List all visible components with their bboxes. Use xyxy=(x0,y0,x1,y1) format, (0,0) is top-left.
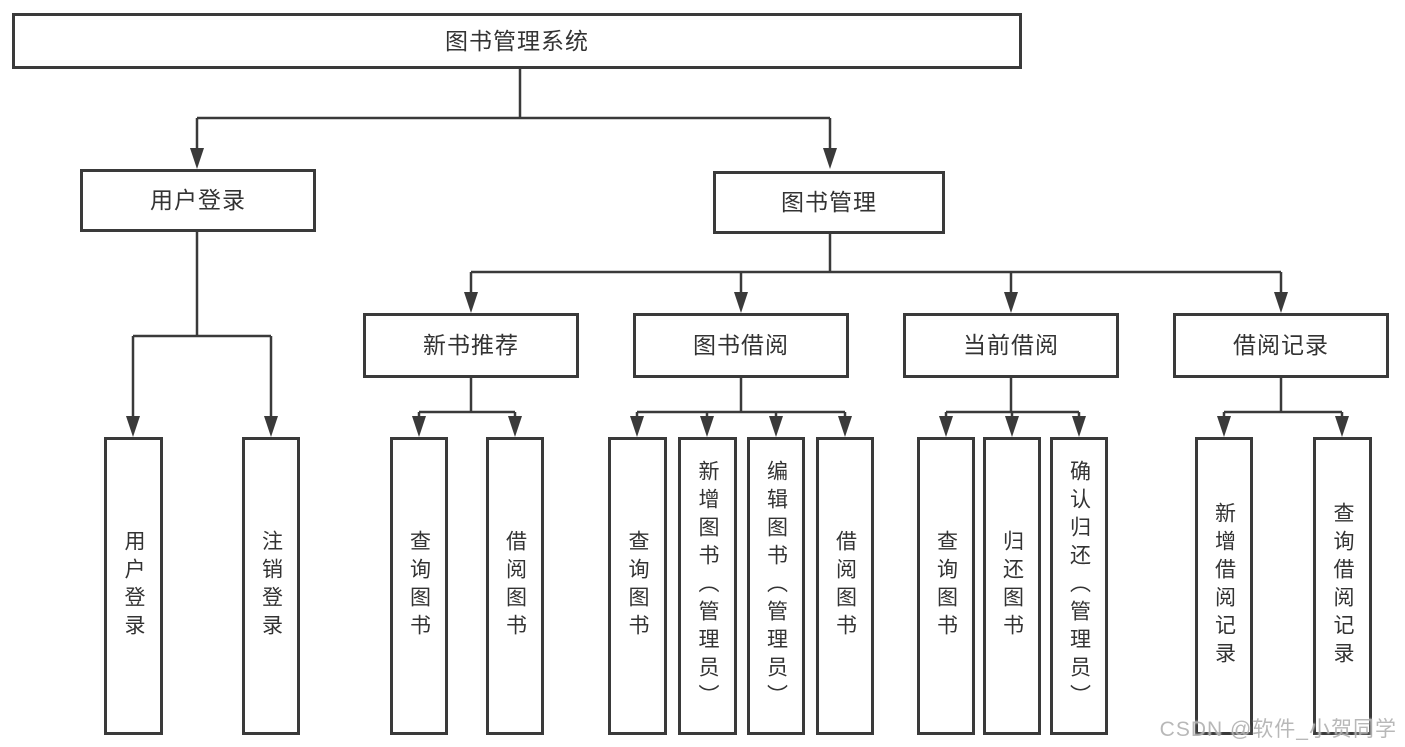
leaf-borrow-books-2: 借阅图书 xyxy=(816,437,874,735)
node-new-book-recommend: 新书推荐 xyxy=(363,313,579,378)
leaf-logout: 注销登录 xyxy=(242,437,300,735)
leaf-query-books-1: 查询图书 xyxy=(390,437,448,735)
node-label: 借阅图书 xyxy=(503,530,527,642)
leaf-add-books-admin: 新增图书（管理员） xyxy=(678,437,737,735)
node-label: 新增图书（管理员） xyxy=(696,460,720,712)
node-label: 借阅记录 xyxy=(1233,332,1329,358)
connector-borrow-record-children xyxy=(1217,378,1349,437)
node-label: 编辑图书（管理员） xyxy=(764,460,788,712)
connector-new-book-recommend-children xyxy=(412,378,522,437)
node-label: 注销登录 xyxy=(259,530,283,642)
csdn-watermark: CSDN @软件_小贺同学 xyxy=(1159,718,1397,741)
connector-book-borrow-children xyxy=(630,378,852,437)
leaf-user-login: 用户登录 xyxy=(104,437,163,735)
node-label: 图书管理 xyxy=(781,189,877,215)
leaf-borrow-books-1: 借阅图书 xyxy=(486,437,544,735)
node-label: 归还图书 xyxy=(1000,530,1024,642)
node-book-borrow: 图书借阅 xyxy=(633,313,849,378)
node-label: 查询图书 xyxy=(934,530,958,642)
leaf-edit-books-admin: 编辑图书（管理员） xyxy=(747,437,805,735)
node-label: 查询图书 xyxy=(407,530,431,642)
leaf-query-borrow-record: 查询借阅记录 xyxy=(1313,437,1372,735)
node-label: 用户登录 xyxy=(122,530,146,642)
node-root-system: 图书管理系统 xyxy=(12,13,1022,69)
connector-current-borrow-children xyxy=(939,378,1086,437)
node-book-management: 图书管理 xyxy=(713,171,945,234)
connector-book-management-to-level3 xyxy=(464,234,1288,313)
leaf-return-books: 归还图书 xyxy=(983,437,1041,735)
node-label: 图书管理系统 xyxy=(445,27,589,54)
node-label: 查询借阅记录 xyxy=(1331,502,1355,670)
node-label: 新书推荐 xyxy=(423,332,519,358)
connector-root-to-level2 xyxy=(190,69,837,169)
node-label: 当前借阅 xyxy=(963,332,1059,358)
node-user-login: 用户登录 xyxy=(80,169,316,232)
leaf-query-books-3: 查询图书 xyxy=(917,437,975,735)
node-label: 借阅图书 xyxy=(833,530,857,642)
node-label: 查询图书 xyxy=(626,530,650,642)
leaf-query-books-2: 查询图书 xyxy=(608,437,667,735)
node-label: 图书借阅 xyxy=(693,332,789,358)
node-current-borrow: 当前借阅 xyxy=(903,313,1119,378)
node-label: 用户登录 xyxy=(150,187,246,213)
node-borrow-record: 借阅记录 xyxy=(1173,313,1389,378)
leaf-add-borrow-record: 新增借阅记录 xyxy=(1195,437,1253,735)
leaf-confirm-return-admin: 确认归还（管理员） xyxy=(1050,437,1108,735)
connector-user-login-children xyxy=(126,232,278,437)
node-label: 新增借阅记录 xyxy=(1212,502,1236,670)
node-label: 确认归还（管理员） xyxy=(1067,460,1091,712)
